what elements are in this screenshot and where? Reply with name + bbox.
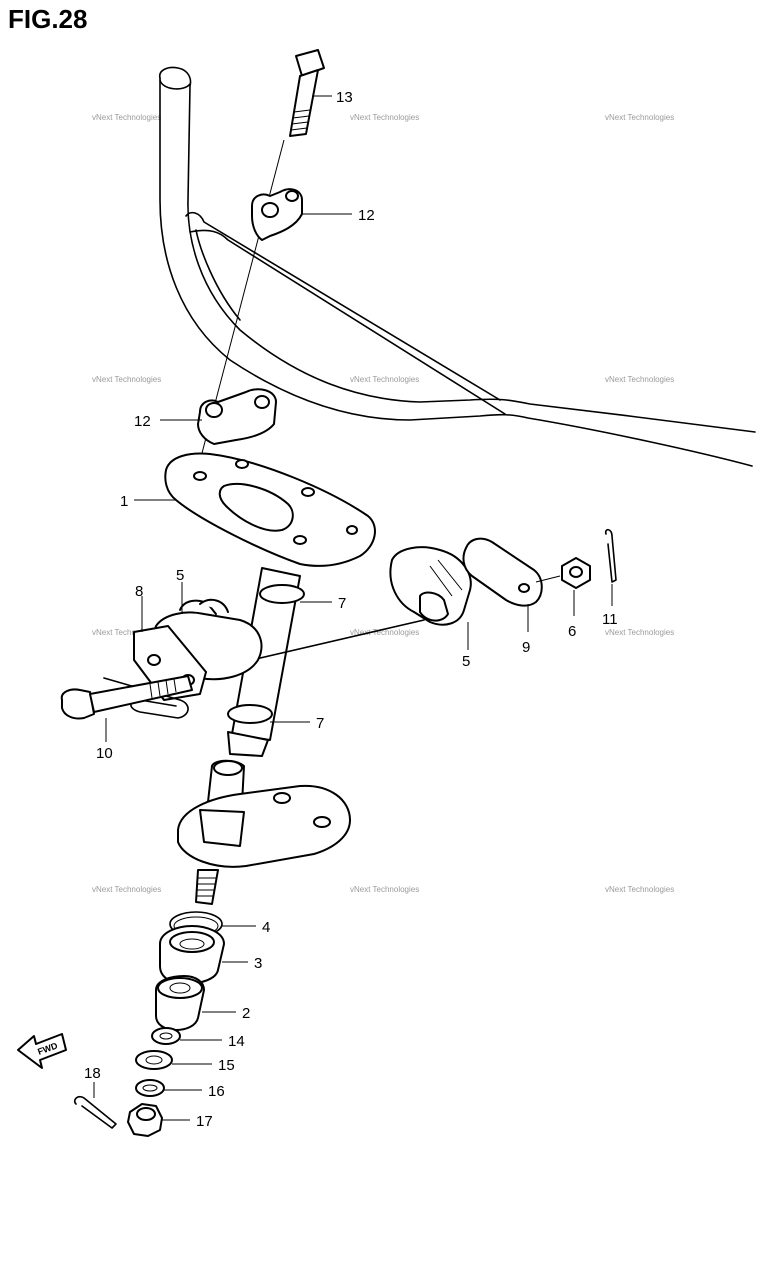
- callout-2: 2: [242, 1005, 250, 1022]
- watermark-text: vNext Technologies: [92, 885, 161, 894]
- callout-7-lower: 7: [316, 715, 324, 732]
- callout-15: 15: [218, 1057, 235, 1074]
- callout-5-left: 5: [176, 567, 184, 584]
- callout-6: 6: [568, 623, 576, 640]
- watermark-text: vNext Technologies: [605, 628, 674, 637]
- watermark-text: vNext Technologies: [350, 628, 419, 637]
- callout-16: 16: [208, 1083, 225, 1100]
- watermark-text: vNext Technologies: [605, 885, 674, 894]
- cotter-pin-18: [73, 1095, 117, 1129]
- callouts: 13 12 12 1 8 5 7 7 10 5 9 6 11 4 3 2 14: [84, 89, 618, 1130]
- handlebar: [158, 66, 756, 467]
- bush-2: [155, 975, 205, 1031]
- bolt-13: [289, 49, 325, 137]
- callout-5-right: 5: [462, 653, 470, 670]
- lower-column: [177, 759, 351, 905]
- watermark-text: vNext Technologies: [350, 885, 419, 894]
- nut-17: [127, 1103, 163, 1137]
- callout-12-upper: 12: [358, 207, 375, 224]
- steering-plate-1: [164, 452, 376, 567]
- lower-holder-12: [197, 388, 277, 445]
- cotter-pin-11: [604, 528, 617, 583]
- callout-9: 9: [522, 639, 530, 656]
- fwd-badge: FWD: [17, 1033, 67, 1069]
- callout-8: 8: [135, 583, 143, 600]
- callout-1: 1: [120, 493, 128, 510]
- watermark-text: vNext Technologies: [92, 113, 161, 122]
- callout-18: 18: [84, 1065, 101, 1082]
- washer-16: [135, 1079, 165, 1097]
- callout-11: 11: [602, 611, 618, 628]
- watermark-text: vNext Technologies: [350, 375, 419, 384]
- callout-17: 17: [196, 1113, 213, 1130]
- watermarks: vNext Technologies vNext Technologies vN…: [92, 113, 674, 894]
- callout-14: 14: [228, 1033, 245, 1050]
- bearing-3: [159, 925, 225, 985]
- upper-holder-12: [251, 188, 303, 241]
- nut-6: [561, 557, 591, 589]
- watermark-text: vNext Technologies: [350, 113, 419, 122]
- watermark-text: vNext Technologies: [92, 375, 161, 384]
- figure-title: FIG.28: [8, 4, 87, 34]
- callout-4: 4: [262, 919, 270, 936]
- tie-rod-end-right-5: [389, 546, 472, 626]
- bolt-10: [60, 675, 193, 720]
- watermark-text: vNext Technologies: [605, 113, 674, 122]
- washer-15: [135, 1050, 173, 1070]
- watermark-text: vNext Technologies: [92, 628, 161, 637]
- callout-3: 3: [254, 955, 262, 972]
- callout-7-upper: 7: [338, 595, 346, 612]
- callout-10: 10: [96, 745, 113, 762]
- plate-9: [462, 537, 543, 607]
- forward-arrow-icon: [17, 1033, 67, 1069]
- washer-14: [151, 1027, 181, 1045]
- watermark-text: vNext Technologies: [605, 375, 674, 384]
- callout-12-lower: 12: [134, 413, 151, 430]
- steering-shaft: [227, 567, 305, 757]
- callout-13: 13: [336, 89, 353, 106]
